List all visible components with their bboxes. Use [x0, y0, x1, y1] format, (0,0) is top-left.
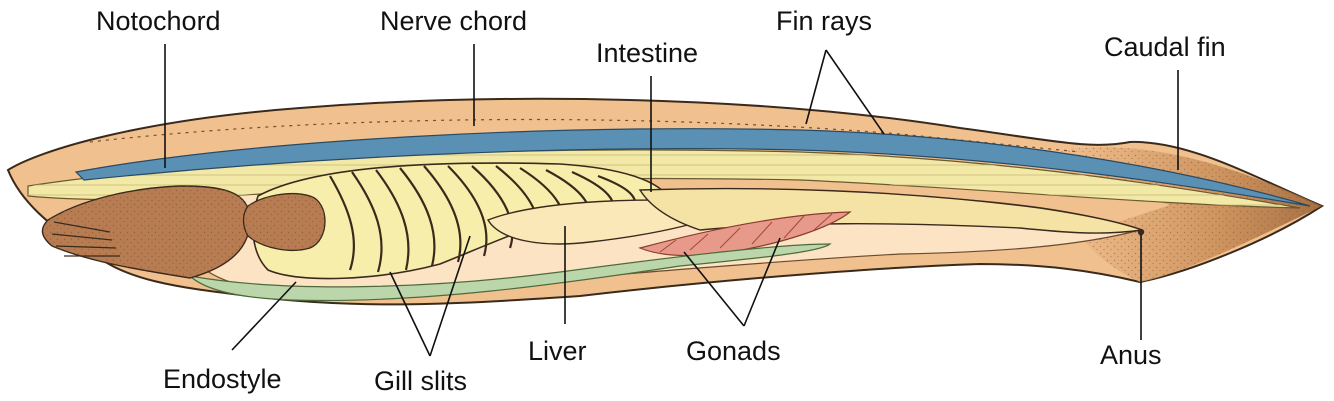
label-anus: Anus	[1100, 340, 1162, 370]
notochord-shape	[74, 128, 1311, 207]
gonads-stripes	[659, 213, 833, 253]
label-gonads: Gonads	[686, 336, 781, 366]
label-intestine: Intestine	[596, 38, 698, 68]
labels: Notochord Nerve chord Fin rays Intestine…	[96, 6, 1226, 396]
leader-fin-rays-right	[825, 49, 885, 135]
leader-gonads-left	[683, 251, 745, 327]
fin-rays-row	[89, 118, 1081, 153]
label-notochord: Notochord	[96, 6, 221, 36]
endostyle-shape	[188, 243, 832, 302]
label-fin-rays: Fin rays	[776, 6, 872, 36]
leader-gonads-right	[743, 237, 781, 327]
oral-hood-stipple	[42, 186, 250, 278]
anus-marker	[1137, 228, 1145, 236]
leader-gill-slits-left	[389, 271, 431, 357]
label-liver: Liver	[528, 336, 587, 366]
leader-endostyle	[231, 281, 297, 351]
leader-fin-rays-left	[805, 49, 827, 125]
label-nerve-chord: Nerve chord	[380, 6, 527, 36]
velum-stipple	[243, 193, 325, 251]
label-endostyle: Endostyle	[163, 364, 282, 394]
label-caudal-fin: Caudal fin	[1104, 32, 1226, 62]
leader-lines	[164, 44, 1179, 357]
label-gill-slits: Gill slits	[374, 366, 467, 396]
leader-gill-slits-right	[429, 235, 471, 357]
dorsal-yellow-band-hatch	[28, 149, 1300, 208]
oral-cirri	[51, 221, 120, 257]
